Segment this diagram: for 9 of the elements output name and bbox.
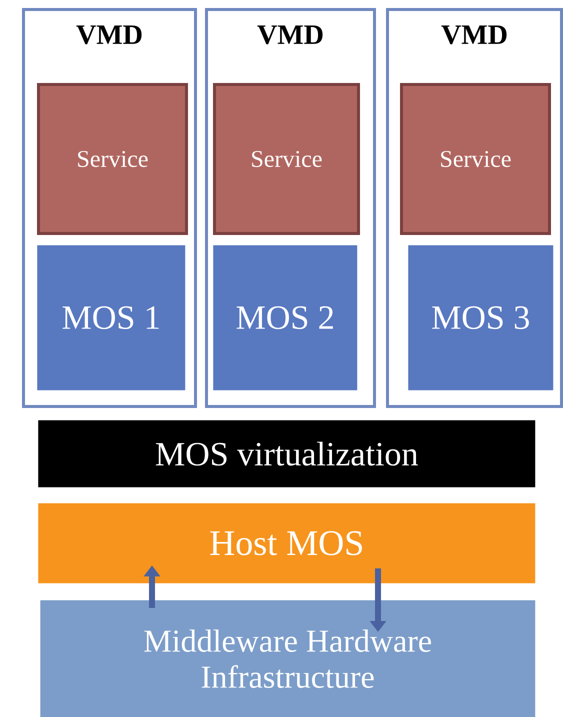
infrastructure-bar: Middleware Hardware Infrastructure — [40, 600, 536, 717]
mos-box: MOS 2 — [213, 245, 358, 390]
host-bar: Host MOS — [38, 503, 536, 584]
service-box: Service — [37, 83, 188, 235]
mos-box: MOS 1 — [37, 245, 186, 390]
mos-box: MOS 3 — [408, 245, 554, 390]
service-box: Service — [400, 83, 551, 235]
service-box: Service — [213, 83, 360, 235]
virtualization-bar: MOS virtualization — [38, 420, 536, 488]
